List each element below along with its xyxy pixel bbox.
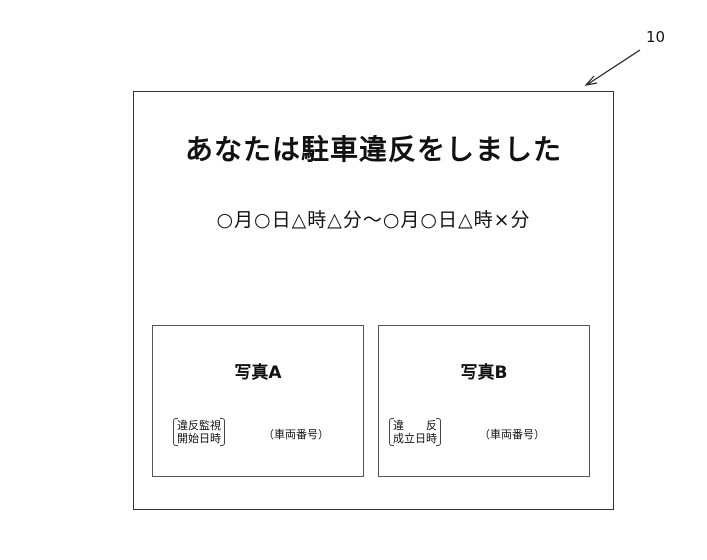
photo-a-caption-line2: 開始日時 xyxy=(177,432,221,445)
photo-b-caption: 違 反 成立日時 xyxy=(389,418,441,446)
photo-b-panel: 写真B 違 反 成立日時 （車両番号） xyxy=(378,325,590,477)
notice-title: あなたは駐車違反をしました xyxy=(184,133,562,166)
photo-b-caption-line1: 違 反 xyxy=(393,419,437,432)
photo-a-plate: （車両番号） xyxy=(263,428,329,441)
photo-a-caption-line1: 違反監視 xyxy=(177,419,221,432)
reference-number: 10 xyxy=(646,28,666,46)
photo-b-title: 写真B xyxy=(460,363,508,383)
photo-a-panel: 写真A 違反監視 開始日時 （車両番号） xyxy=(152,325,364,477)
violation-notice-screen: あなたは駐車違反をしました ○月○日△時△分～○月○日△時×分 写真A 違反監視… xyxy=(133,91,614,510)
photo-a-caption: 違反監視 開始日時 xyxy=(173,418,225,446)
reference-arrow xyxy=(584,49,641,86)
photo-b-caption-line2: 成立日時 xyxy=(393,432,437,445)
photo-a-title: 写真A xyxy=(234,363,282,383)
photo-b-plate: （車両番号） xyxy=(479,428,545,441)
violation-datetime: ○月○日△時△分～○月○日△時×分 xyxy=(216,209,531,231)
